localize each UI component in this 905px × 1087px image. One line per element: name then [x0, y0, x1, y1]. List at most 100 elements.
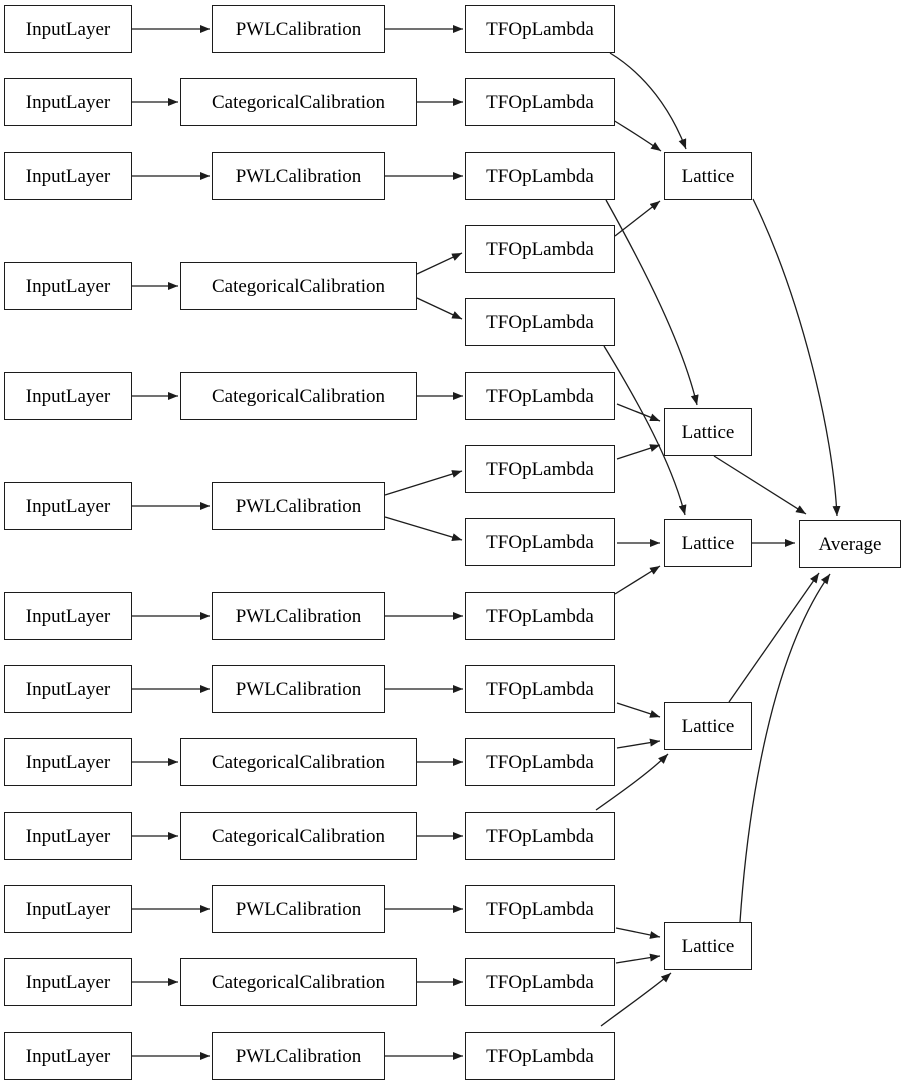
node-label-lat5: Lattice	[681, 935, 735, 957]
edge-lam11-to-lat4	[616, 738, 661, 749]
node-label-cal11: PWLCalibration	[235, 898, 362, 920]
edge-lam10-to-lat4	[616, 702, 661, 718]
edge-cal4-to-lam4	[416, 252, 463, 275]
node-label-cal12: CategoricalCalibration	[211, 971, 386, 993]
graph-node-avg: Average	[799, 520, 901, 568]
graph-node-in3: InputLayer	[4, 152, 132, 200]
graph-node-lat2: Lattice	[664, 408, 752, 456]
node-label-lam5: TFOpLambda	[486, 311, 594, 333]
node-label-lam11: TFOpLambda	[486, 751, 594, 773]
node-label-cal8: PWLCalibration	[235, 678, 362, 700]
graph-node-lam7: TFOpLambda	[465, 445, 615, 493]
edge-cal6-to-lam8	[384, 516, 463, 541]
graph-node-in13: InputLayer	[4, 1032, 132, 1080]
node-label-in10: InputLayer	[25, 825, 111, 847]
edge-lam7-to-lat2	[616, 444, 661, 460]
node-label-lam10: TFOpLambda	[486, 678, 594, 700]
edge-lam6-to-lat2	[616, 403, 661, 422]
node-label-lam9: TFOpLambda	[486, 605, 594, 627]
graph-node-lam2: TFOpLambda	[465, 78, 615, 126]
node-label-cal9: CategoricalCalibration	[211, 751, 386, 773]
edge-lam14-to-lat5	[615, 953, 661, 964]
graph-node-lam12: TFOpLambda	[465, 812, 615, 860]
graph-node-cal12: CategoricalCalibration	[180, 958, 417, 1006]
node-label-in1: InputLayer	[25, 18, 111, 40]
edge-lat1-to-avg	[752, 198, 841, 517]
node-label-cal5: CategoricalCalibration	[211, 385, 386, 407]
edge-lam1-to-lat1	[609, 52, 687, 150]
node-label-lam14: TFOpLambda	[486, 971, 594, 993]
edge-lam2-to-lat1	[612, 119, 662, 152]
node-label-lam3: TFOpLambda	[486, 165, 594, 187]
graph-node-in2: InputLayer	[4, 78, 132, 126]
graph-node-in1: InputLayer	[4, 5, 132, 53]
graph-node-lam9: TFOpLambda	[465, 592, 615, 640]
edge-lam9-to-lat3	[614, 565, 661, 595]
graph-node-in11: InputLayer	[4, 885, 132, 933]
graph-node-lam3: TFOpLambda	[465, 152, 615, 200]
node-label-lat2: Lattice	[681, 421, 735, 443]
graph-node-in9: InputLayer	[4, 738, 132, 786]
node-label-cal4: CategoricalCalibration	[211, 275, 386, 297]
node-label-lam8: TFOpLambda	[486, 531, 594, 553]
node-label-lam4: TFOpLambda	[486, 238, 594, 260]
graph-node-lat3: Lattice	[664, 519, 752, 567]
node-label-in12: InputLayer	[25, 971, 111, 993]
node-label-in4: InputLayer	[25, 275, 111, 297]
node-label-lat1: Lattice	[681, 165, 735, 187]
graph-node-in4: InputLayer	[4, 262, 132, 310]
graph-node-cal4: CategoricalCalibration	[180, 262, 417, 310]
node-label-in13: InputLayer	[25, 1045, 111, 1067]
graph-node-cal1: PWLCalibration	[212, 5, 385, 53]
node-label-lam1: TFOpLambda	[486, 18, 594, 40]
graph-node-lat1: Lattice	[664, 152, 752, 200]
graph-node-cal5: CategoricalCalibration	[180, 372, 417, 420]
node-label-in2: InputLayer	[25, 91, 111, 113]
edge-lam3-to-lat2	[605, 199, 699, 406]
node-label-in5: InputLayer	[25, 385, 111, 407]
node-label-lam13: TFOpLambda	[486, 898, 594, 920]
node-label-cal3: PWLCalibration	[235, 165, 362, 187]
graph-node-lam10: TFOpLambda	[465, 665, 615, 713]
graph-node-in8: InputLayer	[4, 665, 132, 713]
graph-node-lam5: TFOpLambda	[465, 298, 615, 346]
graph-node-lam8: TFOpLambda	[465, 518, 615, 566]
graph-node-lam4: TFOpLambda	[465, 225, 615, 273]
node-label-cal2: CategoricalCalibration	[211, 91, 386, 113]
node-label-lam12: TFOpLambda	[486, 825, 594, 847]
node-label-in6: InputLayer	[25, 495, 111, 517]
node-label-cal7: PWLCalibration	[235, 605, 362, 627]
graph-node-cal11: PWLCalibration	[212, 885, 385, 933]
edge-lat5-to-avg	[739, 573, 831, 923]
node-label-lam15: TFOpLambda	[486, 1045, 594, 1067]
graph-node-in5: InputLayer	[4, 372, 132, 420]
edge-cal4-to-lam5	[416, 297, 463, 320]
graph-node-cal7: PWLCalibration	[212, 592, 385, 640]
node-label-in9: InputLayer	[25, 751, 111, 773]
graph-node-lam11: TFOpLambda	[465, 738, 615, 786]
graph-node-in12: InputLayer	[4, 958, 132, 1006]
graph-node-lam6: TFOpLambda	[465, 372, 615, 420]
node-label-lam7: TFOpLambda	[486, 458, 594, 480]
graph-node-lat5: Lattice	[664, 922, 752, 970]
graph-node-cal6: PWLCalibration	[212, 482, 385, 530]
graph-node-lat4: Lattice	[664, 702, 752, 750]
edge-group	[132, 25, 841, 1060]
node-label-cal6: PWLCalibration	[235, 495, 362, 517]
node-label-lat3: Lattice	[681, 532, 735, 554]
graph-node-lam14: TFOpLambda	[465, 958, 615, 1006]
node-label-cal13: PWLCalibration	[235, 1045, 362, 1067]
graph-node-in7: InputLayer	[4, 592, 132, 640]
node-label-in8: InputLayer	[25, 678, 111, 700]
node-label-lam6: TFOpLambda	[486, 385, 594, 407]
edge-lam4-to-lat1	[614, 200, 661, 237]
node-label-avg: Average	[818, 533, 882, 555]
edge-lam5-to-lat3	[603, 345, 687, 516]
graph-node-cal9: CategoricalCalibration	[180, 738, 417, 786]
node-label-lat4: Lattice	[681, 715, 735, 737]
graph-node-lam1: TFOpLambda	[465, 5, 615, 53]
graph-node-cal3: PWLCalibration	[212, 152, 385, 200]
graph-node-cal2: CategoricalCalibration	[180, 78, 417, 126]
